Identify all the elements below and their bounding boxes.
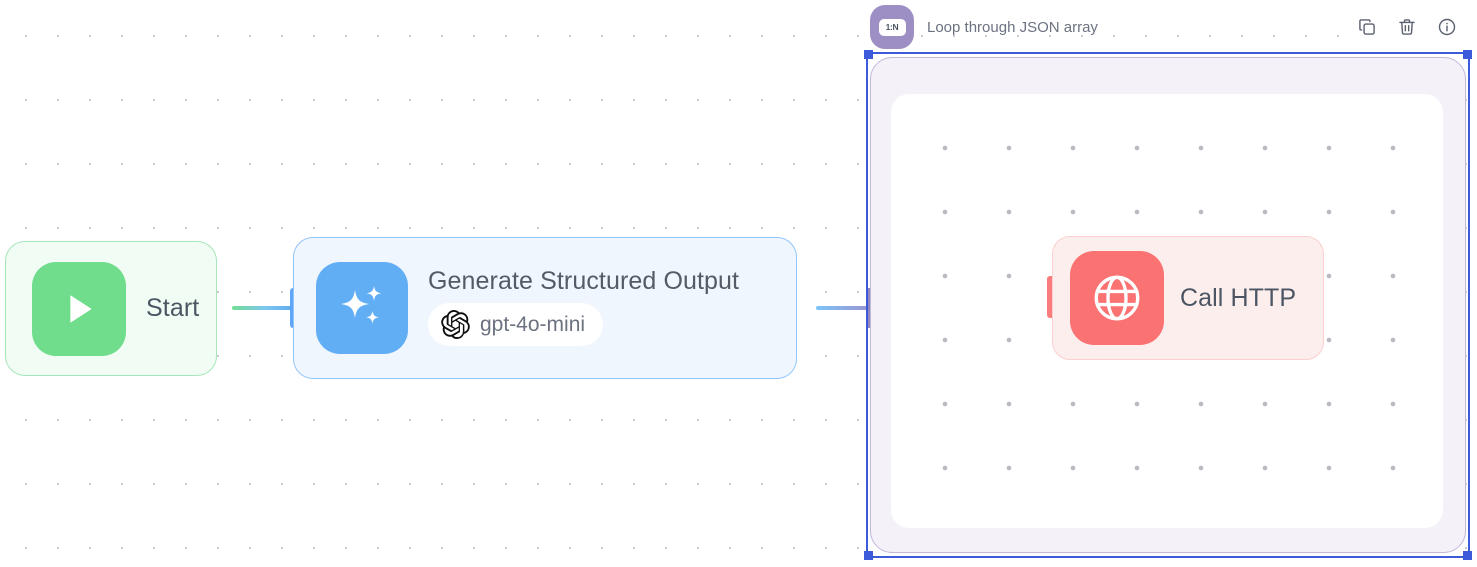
sparkles-icon bbox=[316, 262, 408, 354]
resize-handle-bottom-left[interactable] bbox=[864, 551, 873, 560]
node-generate-title: Generate Structured Output bbox=[428, 266, 740, 295]
loop-group-header[interactable]: 1:N Loop through JSON array bbox=[870, 5, 1098, 49]
node-call-http[interactable]: Call HTTP bbox=[1052, 236, 1324, 360]
node-call-http-label: Call HTTP bbox=[1180, 283, 1297, 312]
openai-icon bbox=[441, 310, 470, 340]
resize-handle-top-left[interactable] bbox=[864, 50, 873, 59]
info-icon bbox=[1438, 18, 1456, 36]
resize-handle-top-right[interactable] bbox=[1463, 50, 1472, 59]
resize-handle-bottom-right[interactable] bbox=[1463, 551, 1472, 560]
edge-generate-to-loop[interactable] bbox=[816, 306, 870, 310]
loop-selection-outline bbox=[864, 50, 1472, 560]
node-generate-structured-output[interactable]: Generate Structured Output gpt-4o-mini bbox=[293, 237, 797, 379]
loop-badge-label: 1:N bbox=[878, 18, 906, 36]
node-start-label: Start bbox=[146, 294, 200, 322]
loop-group-title: Loop through JSON array bbox=[927, 18, 1098, 36]
delete-button[interactable] bbox=[1394, 14, 1420, 40]
loop-group-toolbar[interactable] bbox=[1344, 7, 1470, 47]
duplicate-button[interactable] bbox=[1354, 14, 1380, 40]
globe-icon bbox=[1070, 251, 1164, 345]
play-icon bbox=[32, 261, 126, 356]
loop-icon: 1:N bbox=[870, 5, 914, 49]
edge-start-to-generate[interactable] bbox=[232, 306, 294, 310]
info-button[interactable] bbox=[1434, 14, 1460, 40]
model-name-label: gpt-4o-mini bbox=[480, 312, 586, 336]
trash-icon bbox=[1399, 19, 1415, 35]
copy-icon bbox=[1359, 19, 1375, 35]
node-start[interactable]: Start bbox=[5, 241, 217, 376]
model-badge[interactable]: gpt-4o-mini bbox=[428, 303, 604, 347]
